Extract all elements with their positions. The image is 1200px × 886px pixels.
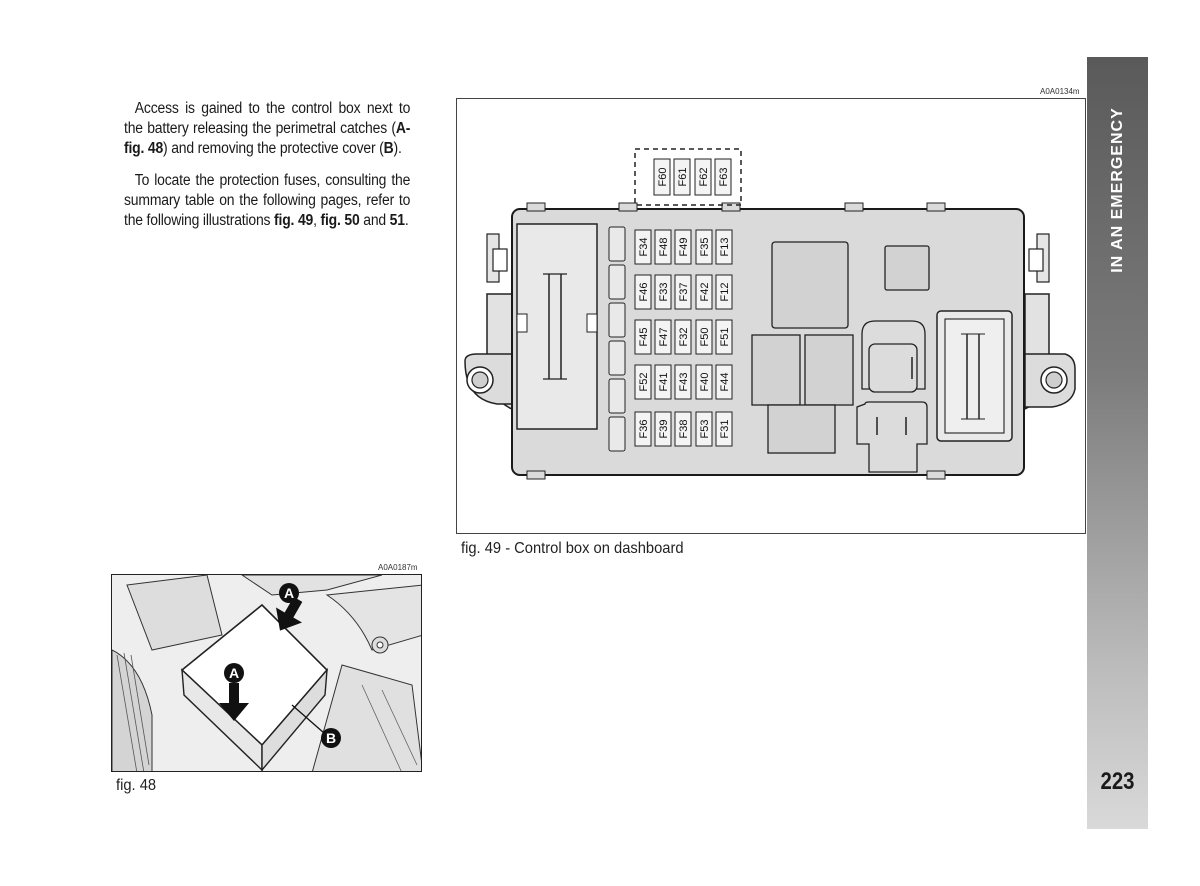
figure-reference: A-fig. 48 [124,120,411,157]
text-run: and [359,212,390,229]
page-number: 223 [1100,768,1135,795]
fuse-label: F63 [718,168,730,187]
arrow-icon: A [276,583,303,631]
fuse-label: F50 [699,328,711,347]
fuse-label: F61 [677,168,689,187]
figure-reference: 51 [389,212,405,229]
engine-bay-drawing: A A B [112,575,421,771]
fuse-label: F34 [638,238,650,257]
figure-reference: fig. 49 [274,212,314,229]
fuse-label: F13 [719,238,731,257]
chapter-sidebar [1087,57,1148,829]
fuse-label: F31 [719,420,731,439]
arrow-icon: A [219,663,249,721]
fuse-label: F42 [699,283,711,302]
paragraph-access: Access is gained to the control box next… [124,99,410,159]
fuse-label: F53 [699,420,711,439]
fuse-label: F41 [658,373,670,392]
figure48-caption: fig. 48 [116,777,157,794]
fuse-label: F49 [678,238,690,257]
body-text: Access is gained to the control box next… [124,99,410,243]
figure49-code: A0A0134m [1040,87,1080,96]
chapter-title: IN AN EMERGENCY [1109,107,1126,273]
text-run: . [404,212,409,229]
fuse-label: F32 [678,328,690,347]
figure48-engine-bay: A A B [111,574,422,772]
fuse-label: F35 [699,238,711,257]
fuse-label: F52 [638,373,650,392]
paragraph-locate-fuses: To locate the protection fuses, consulti… [124,171,410,231]
fuse-label: F44 [719,373,731,392]
fuse-label: F38 [678,420,690,439]
text-run: ) and removing the protective cover ( [163,140,384,157]
fuse-label: F60 [657,168,669,187]
fuse-label: F46 [638,283,650,302]
fuse-label: F62 [698,168,710,187]
text-run: ). [393,140,402,157]
fuse-label: F40 [699,373,711,392]
figure-reference: B [383,140,394,157]
text-run: Access is gained to the control box next… [124,100,411,137]
figure49-caption: fig. 49 - Control box on dashboard [461,540,684,557]
fuse-label: F51 [719,328,731,347]
fuse-label: F37 [678,283,690,302]
fuse-label: F47 [658,328,670,347]
callout-a-top: A [284,585,294,601]
control-box-drawing: F60 F61 F62 F63 F34 F48 F49 F35 F13 F46 … [464,148,1076,480]
fuse-label: F43 [678,373,690,392]
callout-b: B [326,730,336,746]
fuse-label: F36 [638,420,650,439]
figure49-control-box: F60 F61 F62 F63 F34 F48 F49 F35 F13 F46 … [456,98,1086,534]
top-fuse-group: F60 F61 F62 F63 [653,158,732,196]
fuse-label: F39 [658,420,670,439]
fuse-label: F33 [658,283,670,302]
text-run: To locate the protection fuses, consulti… [124,172,411,229]
fuse-label: F48 [658,238,670,257]
fuse-label: F12 [719,283,731,302]
fuse-grid: F34 F48 F49 F35 F13 F46 F33 F37 F42 F12 … [634,229,733,447]
figure48-code: A0A0187m [378,563,418,572]
callout-a-front: A [229,665,239,681]
figure-reference: fig. 50 [320,212,360,229]
fuse-label: F45 [638,328,650,347]
text-run: , [313,212,321,229]
